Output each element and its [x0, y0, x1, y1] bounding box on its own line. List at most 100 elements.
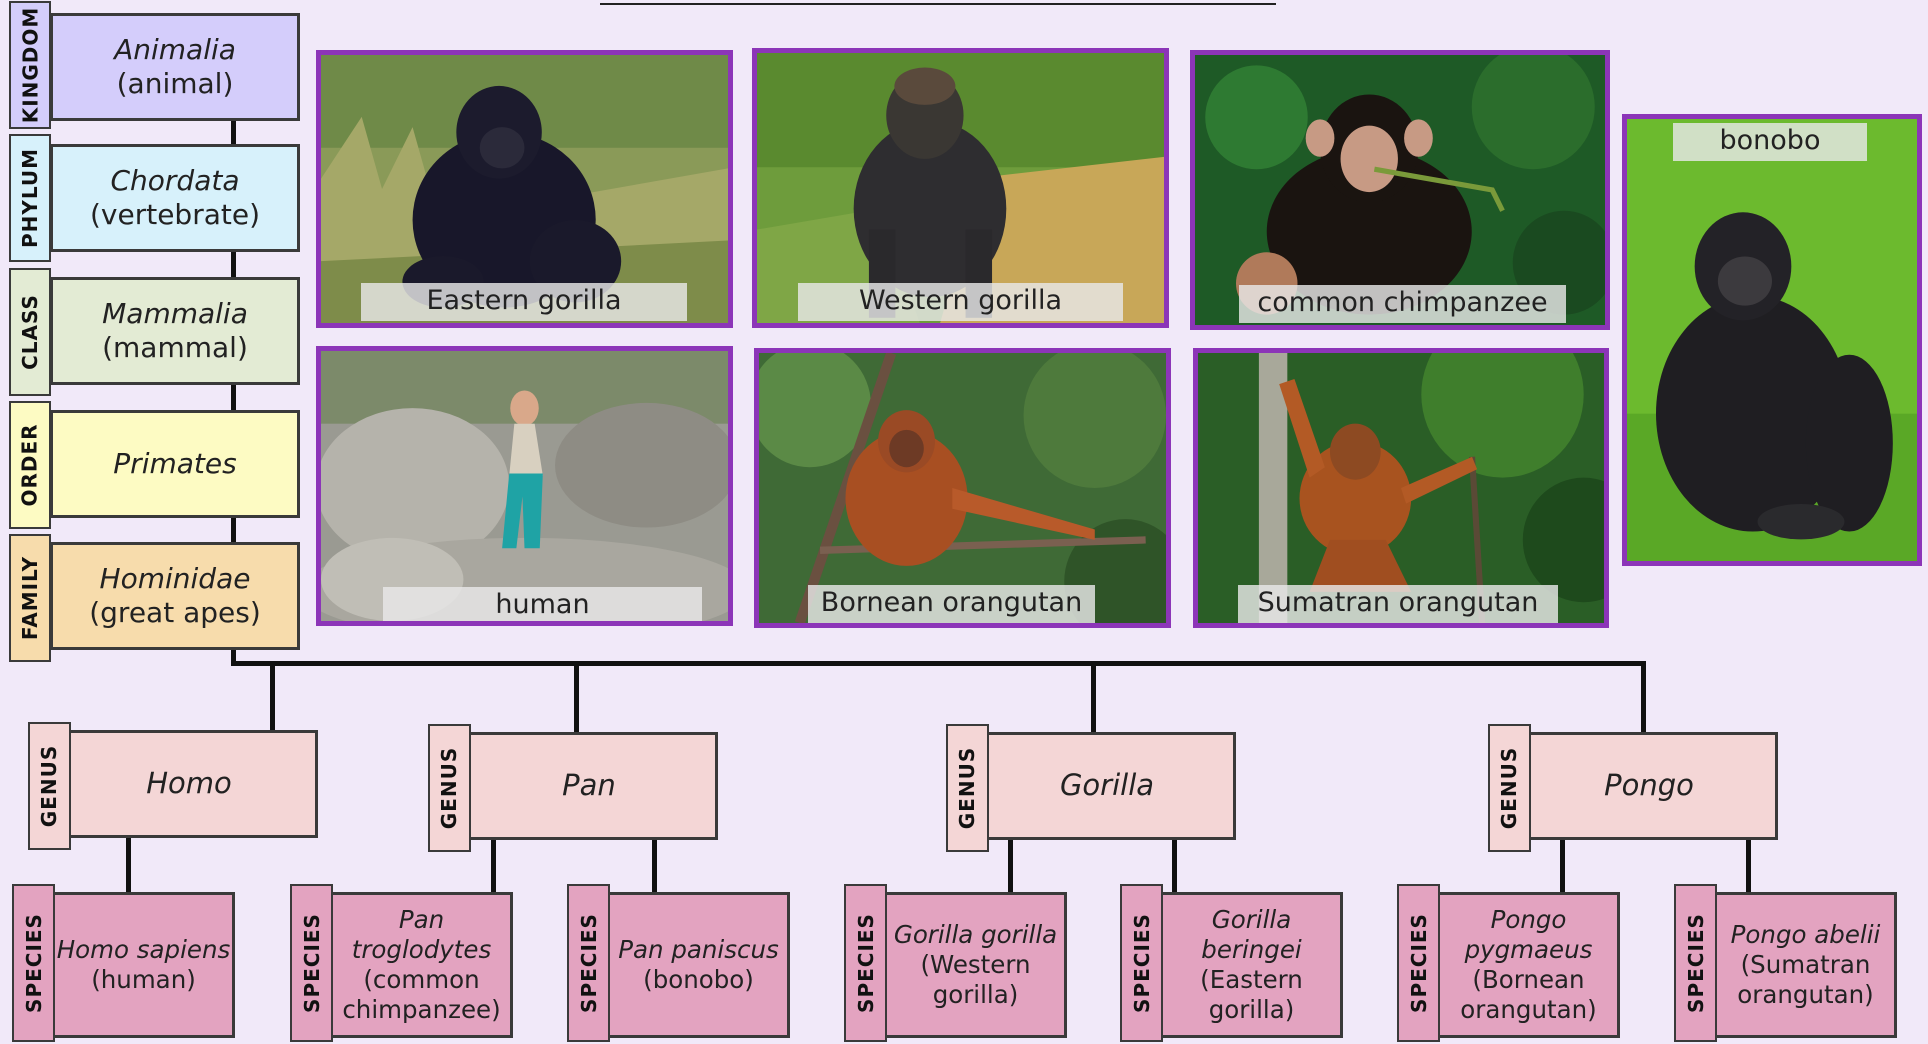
- rank-box-phylum: Chordata (vertebrate): [50, 144, 300, 252]
- species-box: Pongo pygmaeus (Bornean orangutan): [1437, 892, 1620, 1038]
- species-tag: SPECIES: [1397, 884, 1440, 1042]
- species-connector-pongo-2: [1746, 836, 1751, 894]
- photo-human: human: [316, 346, 733, 626]
- species-common-name: (Bornean: [1472, 965, 1585, 994]
- genus-tag: GENUS: [1488, 724, 1531, 852]
- species-connector-gorilla-2: [1172, 836, 1177, 894]
- species-tag: SPECIES: [567, 884, 610, 1042]
- rank-common-name: (great apes): [89, 596, 261, 629]
- species-box: Pan paniscus (bonobo): [607, 892, 790, 1038]
- species-box: Pan troglodytes (common chimpanzee): [330, 892, 513, 1038]
- photo-bonobo: bonobo: [1622, 114, 1922, 566]
- species-tag: SPECIES: [844, 884, 887, 1042]
- species-sci-name: Pongo: [1490, 905, 1567, 935]
- rank-common-name: (vertebrate): [89, 198, 260, 231]
- species-sci-name-line2: pygmaeus: [1464, 935, 1593, 965]
- human-image: [321, 351, 728, 621]
- species-box: Gorilla gorilla (Western gorilla): [884, 892, 1067, 1038]
- species-sci-name: Pan paniscus: [618, 935, 779, 965]
- genus-box-homo: Homo: [60, 730, 318, 838]
- species-sci-name: Homo sapiens: [56, 935, 231, 965]
- photo-caption: bonobo: [1673, 123, 1867, 161]
- title-underline: [600, 0, 1276, 5]
- species-sci-name: Pongo abelii: [1730, 920, 1881, 950]
- photo-caption: Western gorilla: [798, 283, 1123, 321]
- photo-caption: Sumatran orangutan: [1238, 585, 1558, 623]
- genus-tag: GENUS: [946, 724, 989, 852]
- species-sci-name-line2: troglodytes: [351, 935, 492, 965]
- photo-caption: human: [383, 587, 702, 621]
- genus-connector-gorilla: [1091, 661, 1096, 733]
- species-box: Gorilla beringei (Eastern gorilla): [1160, 892, 1343, 1038]
- species-common-name-line2: chimpanzee): [342, 994, 501, 1024]
- species-common-name: (Western: [920, 950, 1031, 980]
- species-tag: SPECIES: [290, 884, 333, 1042]
- genus-connector-pongo: [1641, 661, 1646, 733]
- species-box: Homo sapiens (human): [52, 892, 235, 1038]
- species-common-name: (common: [363, 965, 480, 994]
- bonobo-image: [1627, 119, 1917, 561]
- species-common-name: (Sumatran: [1740, 950, 1871, 980]
- genus-name: Gorilla: [1059, 768, 1155, 803]
- genus-connector-pan: [574, 661, 579, 733]
- photo-sumatran-orangutan: Sumatran orangutan: [1193, 348, 1609, 628]
- species-common-name-line2: gorilla): [932, 979, 1019, 1009]
- species-sci-name: Gorilla gorilla: [893, 920, 1058, 950]
- species-common-name-line2: gorilla): [1208, 994, 1295, 1024]
- species-common-name-line2: orangutan): [1460, 994, 1597, 1024]
- genus-name: Pan: [562, 768, 616, 803]
- species-box: Pongo abelii (Sumatran orangutan): [1714, 892, 1897, 1038]
- rank-connector: [231, 118, 236, 666]
- species-tag: SPECIES: [1120, 884, 1163, 1042]
- photo-caption: Eastern gorilla: [361, 283, 687, 321]
- species-common-name: (Eastern: [1200, 965, 1303, 994]
- genus-box-pongo: Pongo: [1520, 732, 1778, 840]
- photo-western-gorilla: Western gorilla: [752, 48, 1169, 328]
- rank-tag-order: ORDER: [9, 401, 51, 529]
- genus-connector-bar: [231, 661, 1646, 666]
- species-sci-name: Pan: [398, 905, 445, 935]
- species-common-name: (bonobo): [643, 965, 754, 994]
- eastern-gorilla-image: [321, 55, 728, 323]
- photo-bornean-orangutan: Bornean orangutan: [754, 348, 1171, 628]
- species-connector-pongo-1: [1560, 836, 1565, 894]
- bornean-orangutan-image: [759, 353, 1166, 623]
- photo-common-chimpanzee: common chimpanzee: [1190, 50, 1610, 330]
- photo-caption: common chimpanzee: [1239, 285, 1566, 323]
- rank-box-family: Hominidae (great apes): [50, 542, 300, 650]
- rank-tag-family: FAMILY: [9, 534, 51, 662]
- species-tag: SPECIES: [1674, 884, 1717, 1042]
- species-common-name: (human): [91, 965, 196, 994]
- genus-box-gorilla: Gorilla: [978, 732, 1236, 840]
- rank-sci-name: Primates: [113, 446, 237, 480]
- species-tag: SPECIES: [12, 884, 55, 1042]
- genus-box-pan: Pan: [460, 732, 718, 840]
- species-connector-pan-2: [652, 836, 657, 894]
- rank-tag-kingdom: KINGDOM: [9, 1, 51, 129]
- genus-connector-homo: [270, 661, 275, 733]
- genus-name: Pongo: [1604, 768, 1694, 803]
- rank-sci-name: Mammalia: [102, 296, 248, 330]
- photo-eastern-gorilla: Eastern gorilla: [316, 50, 733, 328]
- photo-caption: Bornean orangutan: [808, 585, 1095, 623]
- western-gorilla-image: [757, 53, 1164, 323]
- species-connector-pan-1: [491, 836, 496, 894]
- rank-sci-name: Chordata: [110, 163, 240, 197]
- genus-name: Homo: [146, 766, 232, 801]
- species-sci-name: Gorilla: [1211, 905, 1292, 935]
- genus-tag: GENUS: [28, 722, 71, 850]
- sumatran-orangutan-image: [1198, 353, 1604, 623]
- species-connector-gorilla-1: [1008, 836, 1013, 894]
- rank-sci-name: Animalia: [114, 32, 236, 66]
- rank-box-class: Mammalia (mammal): [50, 277, 300, 385]
- rank-box-order: Primates: [50, 410, 300, 518]
- rank-sci-name: Hominidae: [99, 561, 251, 595]
- species-common-name-line2: orangutan): [1737, 979, 1874, 1009]
- common-chimpanzee-image: [1195, 55, 1605, 325]
- rank-tag-phylum: PHYLUM: [9, 134, 51, 262]
- rank-common-name: (animal): [116, 67, 234, 100]
- genus-tag: GENUS: [428, 724, 471, 852]
- rank-common-name: (mammal): [102, 331, 248, 364]
- species-sci-name-line2: beringei: [1201, 935, 1302, 965]
- rank-box-kingdom: Animalia (animal): [50, 13, 300, 121]
